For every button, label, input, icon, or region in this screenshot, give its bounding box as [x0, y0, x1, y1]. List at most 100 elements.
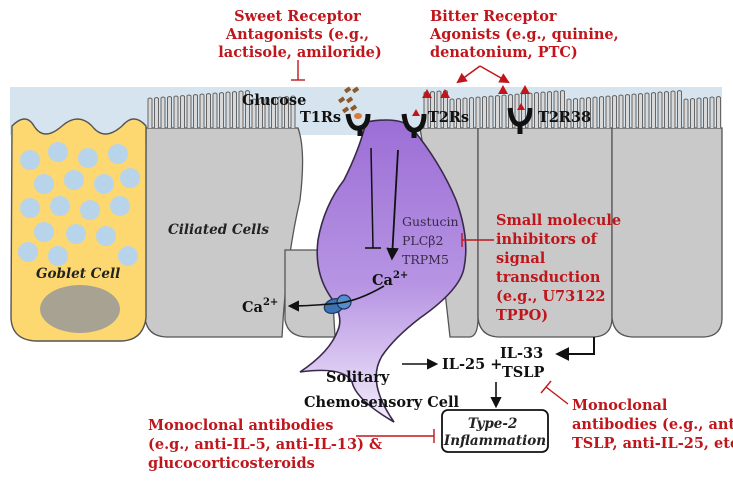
cilium: [566, 98, 572, 128]
cilium: [586, 97, 591, 128]
calcium-inner-label: Ca2+: [372, 270, 408, 289]
ciliated-cell: [611, 127, 723, 338]
chemosensory-cell-label: Chemosensory Cell: [304, 394, 459, 411]
solitary-label: Solitary: [326, 369, 390, 386]
vesicle: [118, 246, 138, 266]
cilium: [449, 98, 455, 128]
cilium: [553, 90, 559, 128]
cilium: [160, 96, 166, 128]
vesicle: [78, 148, 98, 168]
solitary-chemosensory-cell: [299, 119, 467, 423]
cilia: [147, 90, 721, 128]
cilium: [238, 90, 244, 128]
glucose-mark: [346, 96, 354, 104]
bitter-ligand: [440, 89, 450, 98]
cilium: [462, 97, 468, 128]
glucose-mark: [350, 104, 358, 112]
il33-label: IL-33: [500, 345, 543, 362]
cilium: [605, 95, 611, 128]
vesicle: [80, 200, 100, 220]
cilium: [664, 91, 669, 128]
cilium: [456, 98, 461, 128]
cilium: [193, 94, 198, 128]
cilium: [534, 92, 539, 128]
vesicle: [110, 196, 130, 216]
tslp-label: TSLP: [502, 364, 544, 381]
cilium: [638, 93, 643, 128]
pathway-label: Gustucin PLCβ2 TRPM5: [402, 214, 463, 267]
cilium: [475, 96, 481, 128]
cilium: [430, 91, 435, 128]
glucose-mark: [342, 106, 350, 114]
t2rs-label: T2Rs: [428, 109, 469, 126]
cilium: [271, 97, 276, 128]
vesicle: [50, 196, 70, 216]
cilium: [180, 95, 185, 128]
monoclonal-right-label: Monoclonal antibodies (e.g., anti- TSLP,…: [572, 397, 733, 452]
calcium-efflux-arrow: [287, 285, 385, 312]
cilium: [154, 97, 159, 128]
cilium: [264, 97, 270, 128]
cilium: [488, 95, 494, 128]
vesicle: [48, 142, 68, 162]
small-molecule-inhibitors-label: Small molecule inhibitors of signal tran…: [496, 212, 626, 324]
vesicle: [20, 150, 40, 170]
cilium: [709, 96, 715, 128]
glucose-molecules-icon: [338, 86, 360, 114]
cilium: [690, 98, 695, 128]
cilium: [579, 97, 585, 128]
cilium: [540, 91, 546, 128]
cilium: [716, 96, 721, 128]
glucose-mark: [344, 86, 352, 94]
vesicle: [64, 170, 84, 190]
cilium: [219, 92, 224, 128]
t2r38-label: T2R38: [538, 109, 591, 126]
t2r-receptor-icon: [401, 109, 427, 138]
t1r-receptor-icon: [345, 113, 371, 136]
cilium: [599, 96, 604, 128]
bitter-ligand: [422, 89, 432, 98]
calcium-outer-label: Ca2+: [242, 297, 278, 316]
sweet-antagonists-label: Sweet Receptor Antagonists (e.g., lactis…: [218, 8, 381, 61]
cilium: [592, 96, 598, 128]
cilium: [245, 90, 250, 128]
cilium: [495, 95, 500, 128]
cilium: [612, 95, 617, 128]
cilium: [514, 93, 520, 128]
cilium: [683, 98, 689, 128]
bitter-arrow-left: [456, 65, 481, 84]
t1r-inhibition-line: [370, 147, 374, 249]
vesicle: [96, 226, 116, 246]
cilium: [290, 95, 296, 128]
glucose-label: Glucose: [242, 92, 306, 109]
t1rs-label: T1Rs: [300, 109, 341, 126]
goblet-cell-label: Goblet Cell: [36, 266, 120, 282]
cilium: [560, 90, 565, 128]
cilium: [225, 91, 231, 128]
cilium: [167, 96, 172, 128]
cilium: [644, 92, 650, 128]
cilium: [651, 92, 656, 128]
glucose-mark: [352, 86, 360, 94]
vesicle: [108, 144, 128, 164]
cilium: [696, 97, 702, 128]
t2r-signal-arrow: [386, 149, 399, 261]
cilium: [284, 96, 289, 128]
t2r38-receptor-icon: [507, 103, 533, 134]
vesicle: [48, 246, 68, 266]
cilium: [618, 94, 624, 128]
vesicle: [18, 242, 38, 262]
cilium: [212, 92, 218, 128]
mucin-vesicles: [18, 142, 140, 266]
ciliated-cells-label: Ciliated Cells: [168, 222, 269, 238]
cilium: [206, 93, 211, 128]
cilium: [147, 97, 153, 128]
vesicle: [94, 174, 114, 194]
cilium: [258, 98, 263, 128]
cilium: [625, 94, 630, 128]
cilium: [469, 97, 474, 128]
vesicle: [20, 198, 40, 218]
bitter-ligand: [520, 85, 530, 94]
cilium: [436, 90, 442, 128]
